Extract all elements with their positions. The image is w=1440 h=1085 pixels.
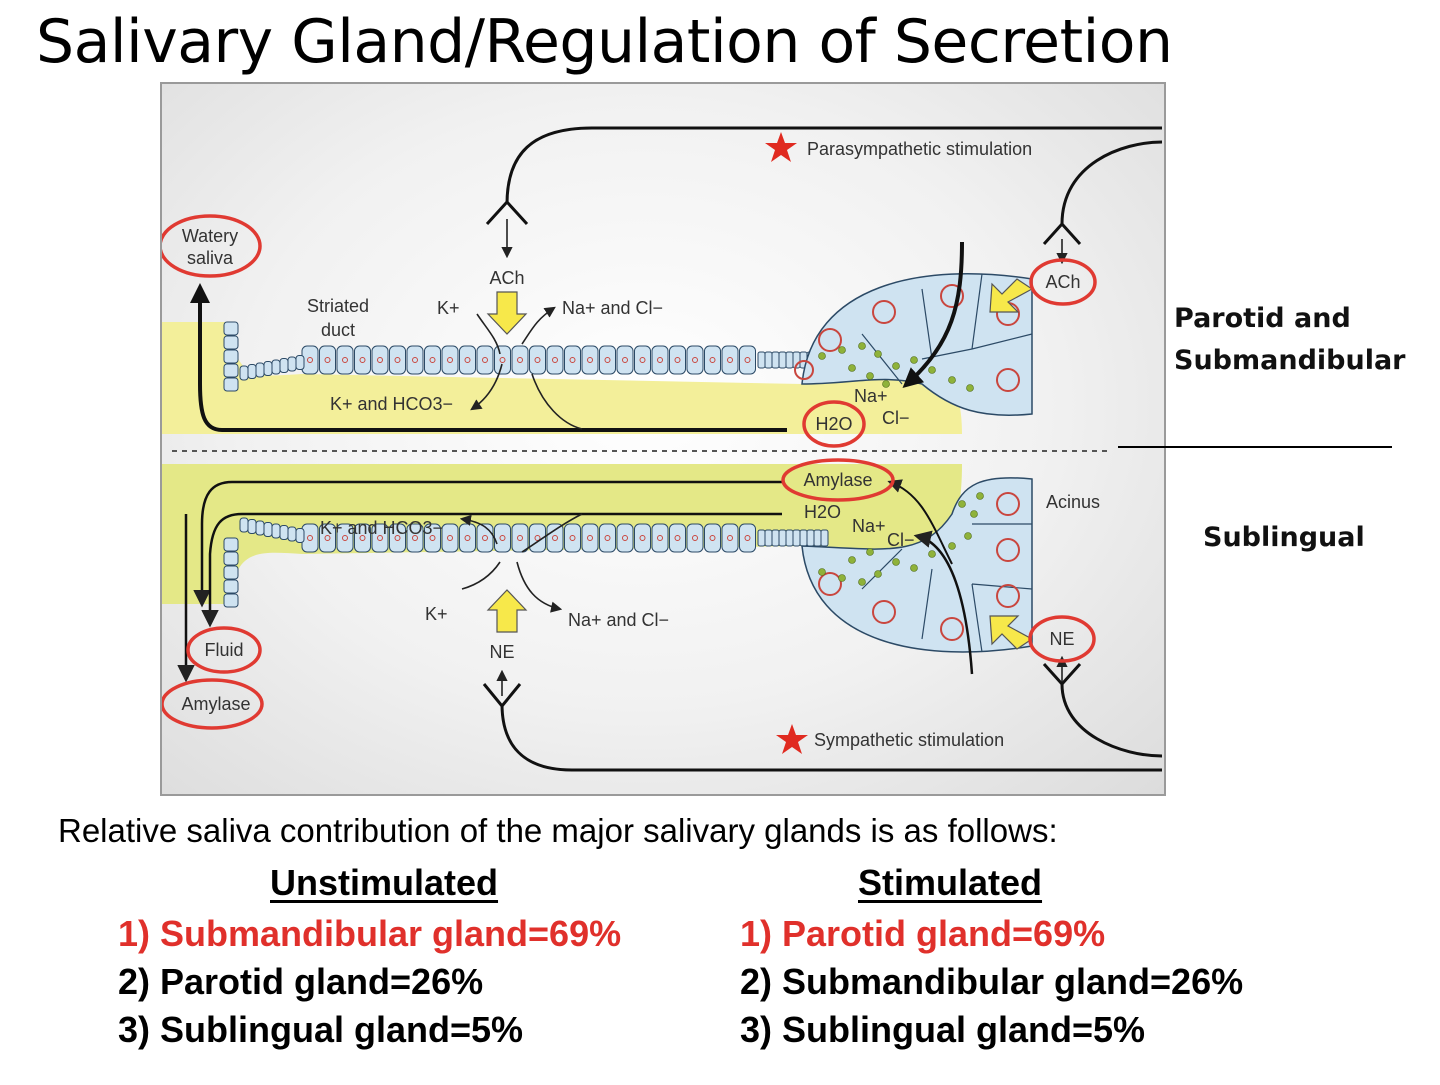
label-submandibular: Submandibular (1174, 345, 1406, 376)
label-na-cl-top: Na+ and Cl− (562, 298, 663, 318)
label-amylase-center: Amylase (803, 470, 872, 490)
label-watery-saliva-1: Watery (182, 226, 238, 246)
label-watery-saliva-2: saliva (187, 248, 234, 268)
flow-arrow-bottom (193, 480, 782, 608)
label-ach-right: ACh (1045, 272, 1080, 292)
ne-arrow-left (486, 589, 528, 633)
list-item: 2) Parotid gland=26% (118, 961, 484, 1002)
caption: Relative saliva contribution of the majo… (58, 812, 1058, 849)
label-cl-bottom: Cl− (887, 530, 915, 550)
h2o-ring (802, 400, 866, 448)
striated-duct-bottom (223, 517, 829, 608)
label-sublingual: Sublingual (1203, 522, 1365, 553)
label-k-hco3-bottom: K+ and HCO3− (320, 518, 443, 538)
star-sympathetic (776, 724, 808, 754)
label-na-top: Na+ (854, 386, 888, 406)
label-parasympathetic: Parasympathetic stimulation (807, 139, 1032, 159)
fluid-ring (186, 626, 262, 674)
label-cl-top: Cl− (882, 408, 910, 428)
list-item: 1) Submandibular gland=69% (118, 913, 622, 954)
label-k-top: K+ (437, 298, 460, 318)
label-striated-duct-1: Striated (307, 296, 369, 316)
list-item: 2) Submandibular gland=26% (740, 961, 1244, 1002)
label-sympathetic: Sympathetic stimulation (814, 730, 1004, 750)
ne-arrow-right (989, 615, 1034, 650)
ne-right-ring (1028, 615, 1096, 663)
list-item: 3) Sublingual gland=5% (740, 1009, 1146, 1050)
stimulated-heading: Stimulated (858, 862, 1043, 903)
label-ne-left: NE (489, 642, 514, 662)
label-na-bottom: Na+ (852, 516, 886, 536)
label-amylase-left: Amylase (181, 694, 250, 714)
lumen-top (162, 322, 962, 434)
parasympathetic-nerve (505, 126, 1162, 205)
label-parotid-and: Parotid and (1174, 303, 1351, 334)
unstimulated-heading: Unstimulated (270, 862, 499, 903)
ach-arrow-right (989, 278, 1034, 313)
label-k-hco3-top: K+ and HCO3− (330, 394, 453, 414)
amylase-center-ring (781, 458, 895, 502)
list-item: 3) Sublingual gland=5% (118, 1009, 524, 1050)
sympathetic-nerve (500, 703, 1162, 772)
label-na-cl-bottom: Na+ and Cl− (568, 610, 669, 630)
label-k-bottom: K+ (425, 604, 448, 624)
watery-saliva-ring (162, 214, 262, 278)
star-parasympathetic (765, 132, 797, 162)
label-ach-top: ACh (489, 268, 524, 288)
salivary-gland-diagram: Parasympathetic stimulation Sympathetic … (160, 82, 1166, 796)
flow-arrow-top (190, 283, 787, 432)
ach-arrow-top (486, 291, 528, 335)
acinus-bottom (801, 477, 1033, 653)
slide-title: Salivary Gland/Regulation of Secretion (36, 7, 1173, 77)
label-acinus: Acinus (1046, 492, 1100, 512)
stimulated-list: 1) Parotid gland=69% 2) Submandibular gl… (740, 910, 1243, 1054)
amylase-left-ring (162, 678, 264, 730)
acinus-top (794, 273, 1033, 416)
list-item: 1) Parotid gland=69% (740, 913, 1106, 954)
divider-line (1118, 446, 1392, 448)
unstimulated-list: 1) Submandibular gland=69% 2) Parotid gl… (118, 910, 621, 1054)
label-h2o-top: H2O (815, 414, 852, 434)
label-h2o-bottom: H2O (804, 502, 841, 522)
label-fluid: Fluid (204, 640, 243, 660)
granules (818, 342, 984, 586)
label-ne-right: NE (1049, 629, 1074, 649)
ach-right-ring (1029, 258, 1097, 306)
label-striated-duct-2: duct (321, 320, 355, 340)
